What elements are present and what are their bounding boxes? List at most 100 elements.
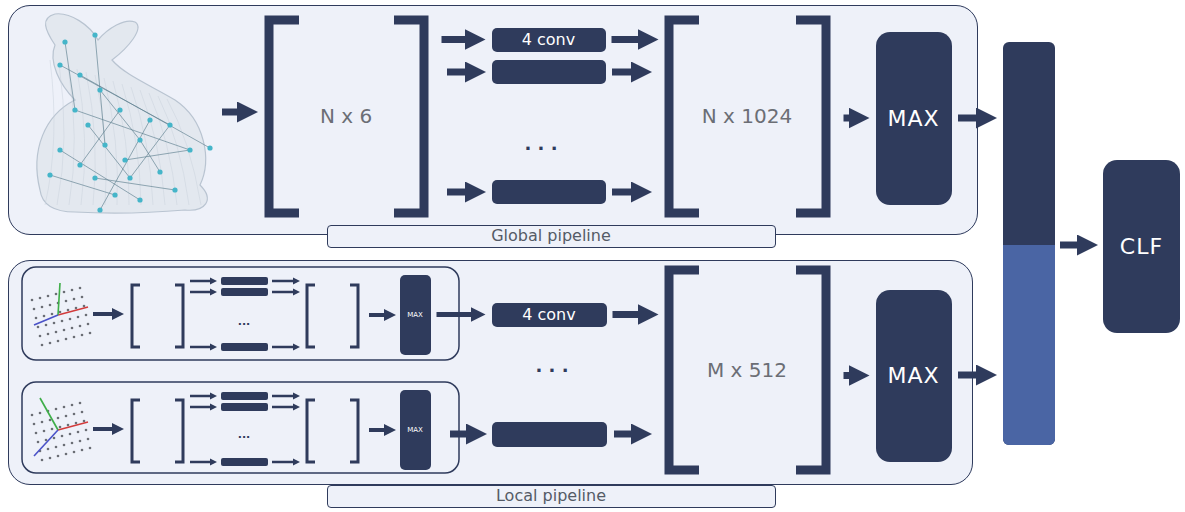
ellipsis-label: ... [238, 428, 251, 441]
ellipsis-label: · · · [535, 360, 568, 381]
patch-point [67, 309, 70, 312]
patch-point [35, 317, 38, 320]
mesh-line [57, 63, 64, 205]
patch-point [87, 438, 90, 441]
patch-point [41, 459, 44, 462]
max-pool-box: MAX [876, 32, 952, 205]
patch-point [49, 419, 52, 422]
mesh-line [86, 72, 95, 205]
small-bracket [132, 400, 140, 462]
matrix-bracket [669, 20, 699, 213]
patch-point [57, 455, 60, 458]
patch-point [37, 326, 40, 329]
bunny-sample-point [92, 32, 97, 37]
patch-point [67, 424, 70, 427]
patch-point [65, 453, 68, 456]
patch-point [45, 324, 48, 327]
patch-point [77, 431, 80, 434]
layer-name: MAX [887, 363, 939, 388]
ellipsis-label: · · · [524, 138, 557, 159]
patch-point [55, 331, 58, 334]
bunny-sample-point [102, 142, 107, 147]
patch-point [33, 308, 36, 311]
small-bracket [307, 285, 315, 347]
small-conv-box [221, 392, 268, 400]
layer-name: MAX [887, 106, 939, 131]
patch-point [85, 314, 88, 317]
patch-point [79, 440, 82, 443]
bunny-sample-point [92, 175, 97, 180]
patch-point [71, 404, 74, 407]
patch-point [65, 415, 68, 418]
bunny-link [95, 178, 175, 190]
patch-point [31, 299, 34, 302]
bunny-link [75, 110, 190, 150]
patch-point [61, 435, 64, 438]
small-bracket [132, 285, 140, 347]
panel-fill [8, 260, 973, 485]
flow-arrow [190, 406, 213, 409]
pipeline-title: Local pipeline [327, 485, 776, 508]
feature-vector-local [1003, 245, 1055, 445]
feature-vector-global [1003, 42, 1055, 445]
bunny-sample-point [72, 107, 77, 112]
small-conv-box [221, 277, 268, 285]
flow-arrow [612, 189, 639, 196]
flow-arrow [958, 372, 984, 379]
small-conv-box [221, 458, 268, 466]
max-pool-box: MAX [876, 290, 952, 462]
patch-point [81, 449, 84, 452]
patch-point [63, 406, 66, 409]
max-pool-box: MAX [400, 275, 431, 355]
flow-arrow [272, 346, 296, 349]
bunny-sample-point [117, 107, 122, 112]
patch-point [55, 408, 58, 411]
bunny-link [100, 90, 140, 140]
flow-arrow [369, 313, 389, 317]
patch-point [69, 433, 72, 436]
axis-z [34, 430, 58, 456]
sub-panel [22, 267, 459, 360]
patch-point [81, 334, 84, 337]
flow-arrow [447, 189, 473, 196]
layer-name: CLF [1120, 234, 1163, 259]
flow-arrow [844, 372, 857, 379]
bunny-sample-point [127, 175, 132, 180]
bunny-sample-point [122, 157, 127, 162]
patch-point [69, 318, 72, 321]
patch-point [63, 329, 66, 332]
bunny-body [37, 14, 207, 213]
patch-point [43, 430, 46, 433]
bunny-sample-point [137, 197, 142, 202]
bunny-link [130, 125, 170, 178]
flow-arrow [190, 395, 213, 398]
patch-point [75, 422, 78, 425]
patch-point [75, 307, 78, 310]
bunny-link [95, 35, 105, 145]
mesh-line [167, 99, 201, 205]
patch-point [49, 304, 52, 307]
small-bracket [175, 285, 183, 347]
bunny-sample-point [57, 147, 62, 152]
bunny-link [80, 75, 210, 148]
mesh-line [68, 66, 74, 205]
layer-name: 4 conv [522, 305, 575, 324]
flow-arrow [447, 69, 473, 76]
patch-point [79, 287, 82, 290]
patch-point [47, 295, 50, 298]
matrix-bracket [394, 20, 424, 213]
patch-point [71, 289, 74, 292]
bunny-sample-point [112, 192, 117, 197]
flow-arrow [442, 36, 473, 43]
patch-point [71, 442, 74, 445]
conv-layer-box [492, 180, 606, 204]
patch-point [47, 333, 50, 336]
tensor-shape: N x 6 [265, 20, 428, 213]
patch-point [87, 323, 90, 326]
patch-point [31, 414, 34, 417]
flow-arrow [272, 461, 296, 464]
bunny-sample-point [147, 117, 152, 122]
flow-arrow [844, 115, 857, 122]
bunny-sample-point [207, 145, 212, 150]
